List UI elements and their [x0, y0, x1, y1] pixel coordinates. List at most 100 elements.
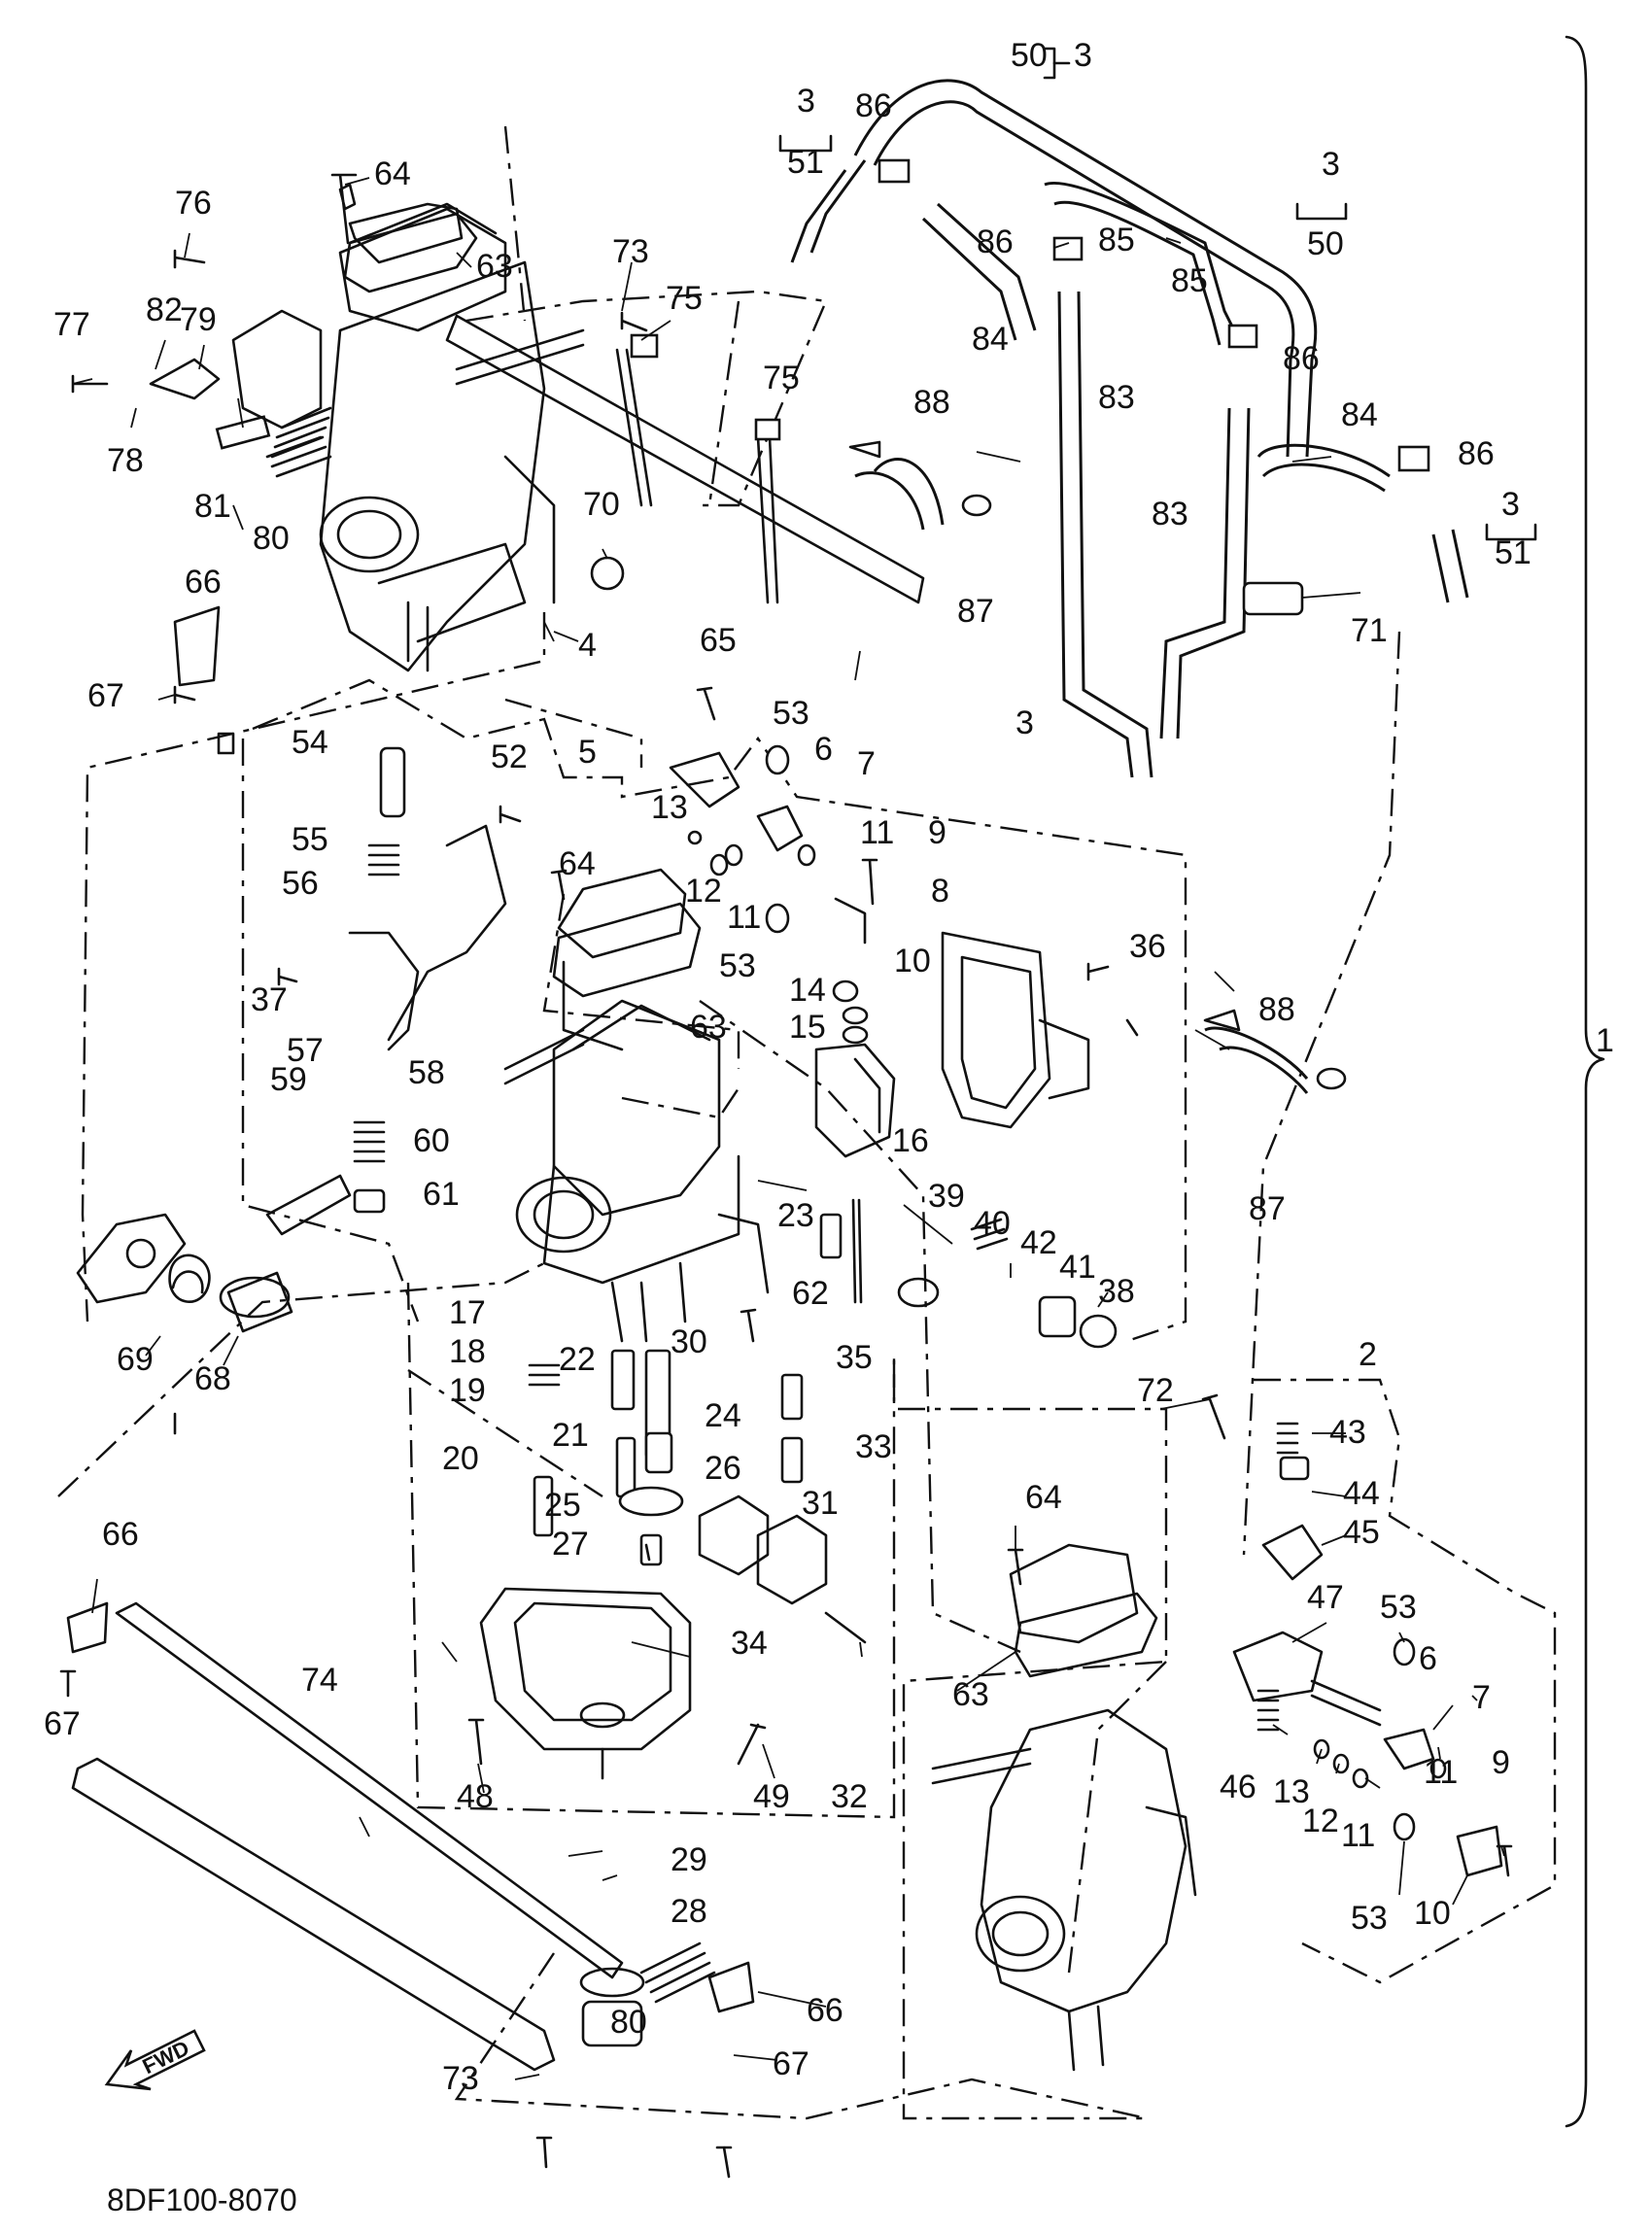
callout: 73 [612, 233, 649, 270]
callout: 6 [814, 731, 833, 768]
callout: 38 [1098, 1273, 1135, 1310]
callout: 41 [1059, 1249, 1096, 1286]
callout: 78 [107, 442, 144, 479]
carburetor-center [76, 556, 1382, 1780]
callout: 15 [789, 1009, 826, 1046]
callout: 12 [685, 873, 722, 910]
assembly-boundaries [57, 125, 1557, 2120]
fwd-label: FWD [139, 2036, 193, 2078]
callout: 13 [1273, 1773, 1310, 1810]
callout: 40 [974, 1205, 1011, 1242]
callout: 76 [175, 185, 212, 222]
callout: 87 [957, 593, 994, 630]
callout: 33 [855, 1428, 892, 1465]
fwd-arrow: FWD [104, 2029, 206, 2091]
callout: 60 [413, 1122, 450, 1159]
callout: 31 [802, 1485, 839, 1522]
callout: 85 [1098, 222, 1135, 258]
top-cover-upper [343, 202, 478, 293]
callout: 28 [671, 1893, 707, 1930]
callout: 49 [753, 1778, 790, 1815]
callout: 45 [1343, 1514, 1380, 1551]
callout: 19 [449, 1372, 486, 1409]
callout: 4 [578, 627, 597, 664]
callout: 6 [1419, 1640, 1437, 1677]
callout: 50 [1307, 225, 1344, 262]
callout: 77 [53, 306, 90, 343]
callout: 34 [731, 1625, 768, 1662]
callout: 5 [578, 734, 597, 771]
callout: 48 [457, 1778, 494, 1815]
callout: 39 [928, 1178, 965, 1215]
callout: 66 [102, 1516, 139, 1553]
callout: 66 [807, 1992, 843, 2029]
callout: 3 [1501, 486, 1520, 523]
callout: 36 [1129, 928, 1166, 965]
callout: 69 [117, 1341, 154, 1378]
callout: 79 [180, 301, 217, 338]
callout: 47 [1307, 1579, 1344, 1616]
callout: 64 [374, 155, 411, 192]
callout: 52 [491, 739, 528, 775]
breather-hoses [790, 79, 1469, 778]
carburetor-bottom-right [931, 1543, 1197, 2072]
callout: 18 [449, 1333, 486, 1370]
callout: 51 [1495, 534, 1532, 571]
callout: 84 [1341, 396, 1378, 433]
callout: 17 [449, 1294, 486, 1331]
callout: 26 [705, 1450, 741, 1487]
callout: 8 [931, 873, 949, 910]
callout: 56 [282, 865, 319, 902]
callout: 2 [1359, 1336, 1377, 1373]
callout: 44 [1343, 1475, 1380, 1512]
callout: 73 [442, 2060, 479, 2097]
callout: 80 [610, 2004, 647, 2041]
callout: 87 [1249, 1190, 1286, 1227]
callout: 61 [423, 1176, 460, 1213]
callout-labels: 3 50 3 86 51 64 63 73 75 76 77 82 79 78 … [44, 37, 1532, 2097]
callout: 11 [727, 899, 761, 936]
callout: 14 [789, 972, 826, 1009]
callout: 9 [1492, 1744, 1510, 1781]
callout: 68 [194, 1360, 231, 1397]
callout: 11 [1424, 1754, 1458, 1791]
callout: 46 [1220, 1769, 1256, 1805]
callout: 10 [894, 943, 931, 979]
carburetor-top-left [149, 202, 585, 672]
callout: 37 [251, 981, 288, 1018]
callout: 21 [552, 1417, 589, 1454]
callout: 7 [1472, 1679, 1491, 1716]
callout: 53 [1351, 1900, 1388, 1937]
callout: 12 [1302, 1803, 1339, 1839]
small-parts [59, 158, 1513, 2179]
callout: 23 [777, 1197, 814, 1234]
callout-brackets [778, 47, 1537, 541]
callout: 62 [792, 1275, 829, 1312]
assembly-label: 1 [1596, 1022, 1614, 1059]
callout: 80 [253, 520, 290, 557]
callout: 54 [292, 724, 328, 761]
callout: 81 [194, 488, 231, 525]
callout: 88 [1258, 991, 1295, 1028]
callout: 20 [442, 1440, 479, 1477]
callout: 32 [831, 1778, 868, 1815]
callout: 50 [1011, 37, 1048, 74]
callout: 53 [773, 695, 809, 732]
link-rods [71, 314, 925, 2072]
callout: 86 [977, 223, 1014, 260]
callout: 11 [860, 814, 894, 851]
callout: 83 [1098, 379, 1135, 416]
callout: 29 [671, 1841, 707, 1878]
callout: 3 [1322, 146, 1340, 183]
callout: 13 [651, 789, 688, 826]
callout: 65 [700, 622, 737, 659]
callout: 25 [544, 1487, 581, 1524]
callout: 67 [773, 2045, 809, 2082]
callout: 63 [476, 248, 513, 285]
callout: 59 [270, 1061, 307, 1098]
callout: 11 [1341, 1817, 1375, 1854]
callout: 16 [892, 1122, 929, 1159]
callout: 53 [1380, 1589, 1417, 1626]
callout: 71 [1351, 612, 1388, 649]
callout: 27 [552, 1526, 589, 1563]
